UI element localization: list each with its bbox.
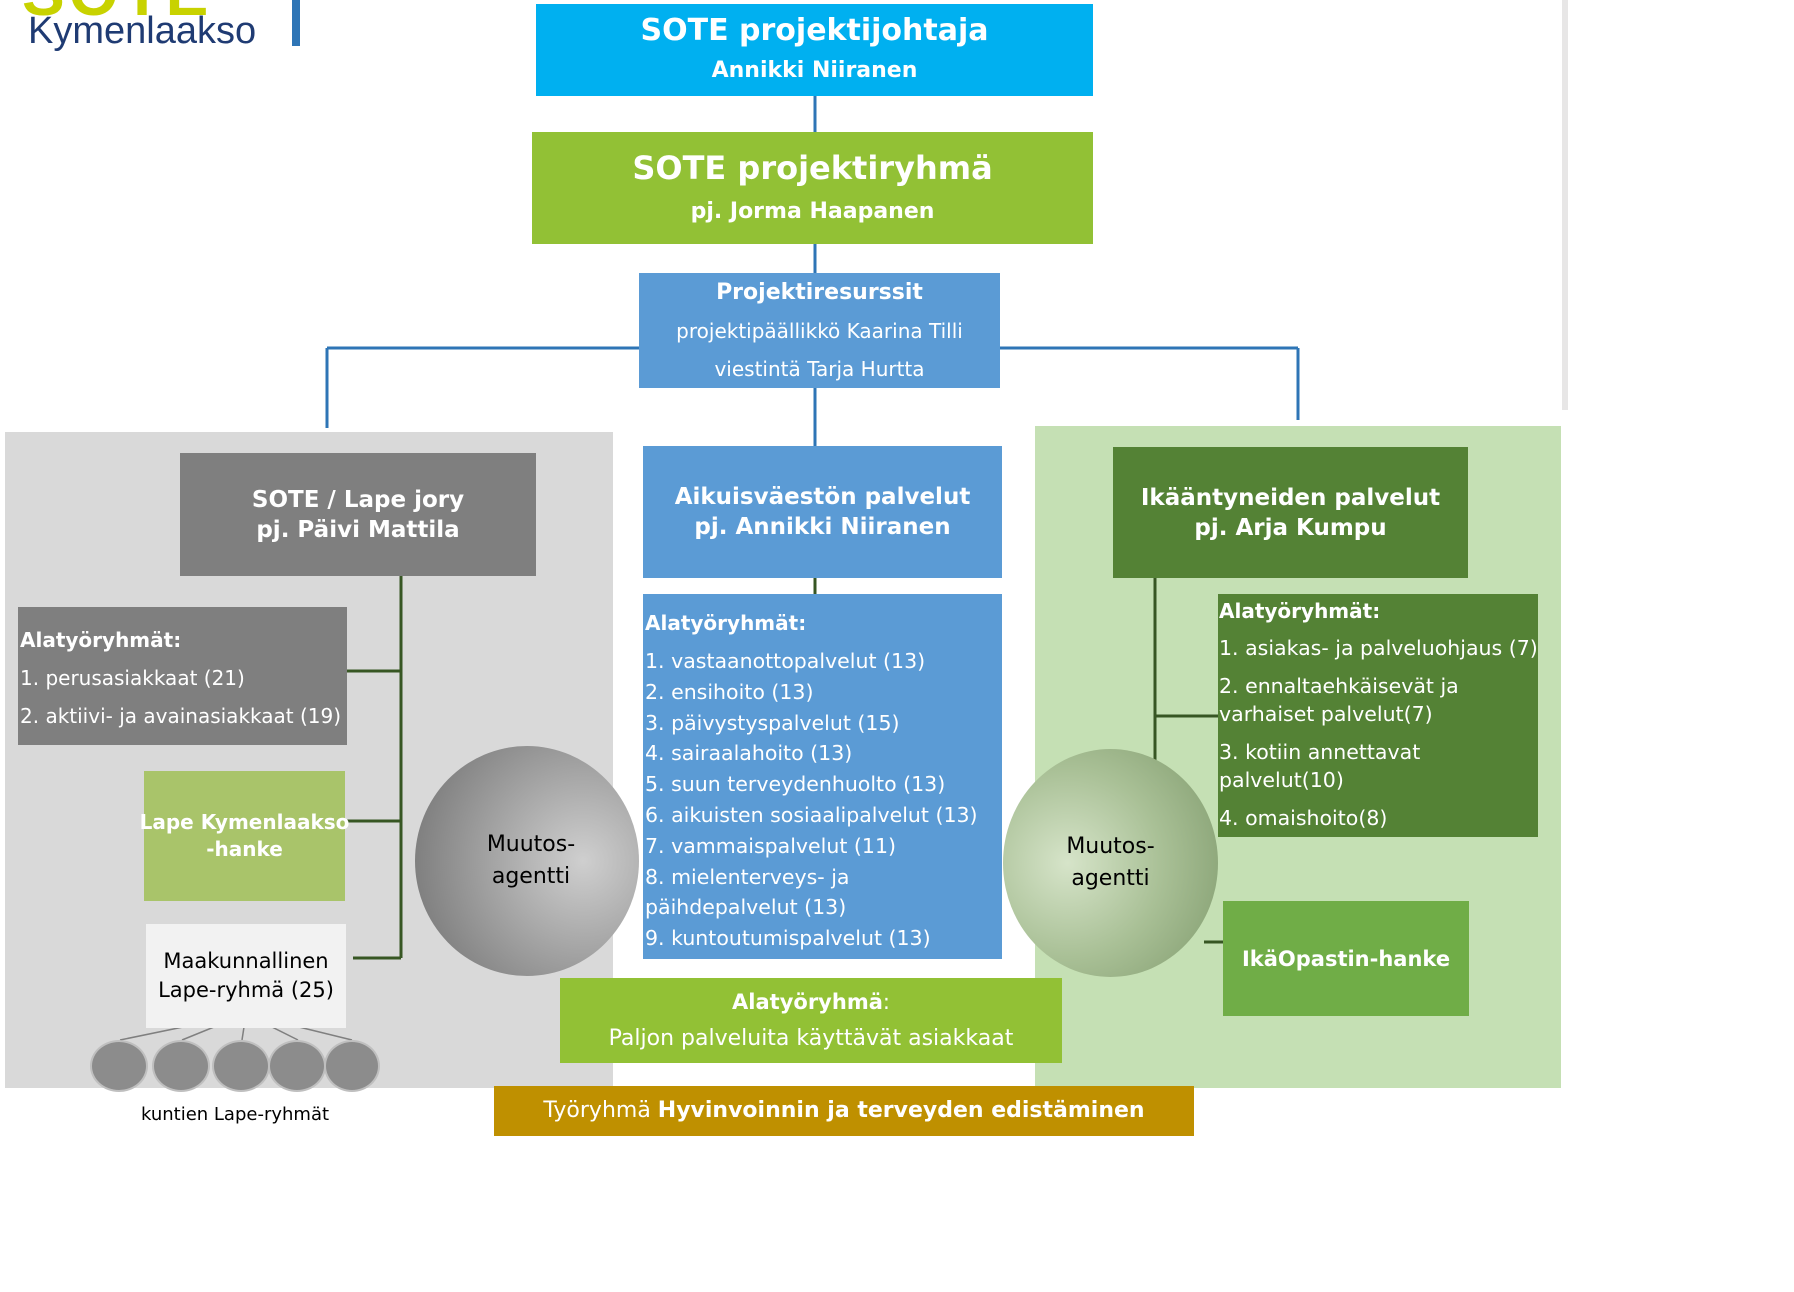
municipal-group-circle bbox=[90, 1040, 148, 1092]
project-group-box: SOTE projektiryhmä pj. Jorma Haapanen bbox=[532, 132, 1093, 244]
director-name: Annikki Niiranen bbox=[711, 58, 918, 83]
elderly-subgroup-item: palvelut(10) bbox=[1219, 768, 1344, 792]
elderly-subgroups-heading: Alatyöryhmät: bbox=[1219, 599, 1381, 623]
adult-subgroup-item: 8. mielenterveys- ja bbox=[645, 864, 850, 889]
edge-fragment bbox=[1562, 0, 1568, 410]
lape-subgroups-heading: Alatyöryhmät: bbox=[20, 628, 182, 652]
regional-lape-box: Maakunnallinen Lape-ryhmä (25) bbox=[146, 924, 346, 1028]
elderly-services-box: Ikääntyneiden palvelut pj. Arja Kumpu bbox=[1113, 447, 1468, 578]
adult-subgroup-item: 6. aikuisten sosiaalipalvelut (13) bbox=[645, 802, 978, 827]
health-promotion-name: Hyvinvoinnin ja terveyden edistäminen bbox=[657, 1098, 1145, 1123]
director-box: SOTE projektijohtaja Annikki Niiranen bbox=[536, 4, 1093, 96]
elderly-subgroup-item: 1. asiakas- ja palveluohjaus (7) bbox=[1219, 636, 1538, 660]
elderly-subgroup-item: 3. kotiin annettavat bbox=[1219, 740, 1421, 764]
logo-bar bbox=[292, 0, 300, 46]
health-promotion-text: Työryhmä Hyvinvoinnin ja terveyden edist… bbox=[543, 1087, 1144, 1135]
adult-services-chair: pj. Annikki Niiranen bbox=[694, 514, 951, 540]
heavy-users-text: Paljon palveluita käyttävät asiakkaat bbox=[608, 1025, 1014, 1051]
lape-jory-title: SOTE / Lape jory bbox=[251, 486, 465, 513]
ikaopastin-label: IkäOpastin-hanke bbox=[1241, 946, 1451, 971]
lape-subgroup-item: 1. perusasiakkaat (21) bbox=[20, 666, 245, 690]
adult-subgroup-item: 5. suun terveydenhuolto (13) bbox=[645, 772, 946, 797]
change-agent-right-line2: agentti bbox=[1071, 866, 1150, 891]
lape-subgroups-box: Alatyöryhmät: 1. perusasiakkaat (21) 2. … bbox=[18, 607, 347, 745]
resources-manager: projektipäällikkö Kaarina Tilli bbox=[676, 318, 963, 343]
adult-subgroup-item: 3. päivystyspalvelut (15) bbox=[645, 710, 900, 735]
heavy-users-colon: : bbox=[882, 989, 890, 1014]
adult-services-title: Aikuisväestön palvelut bbox=[674, 484, 971, 510]
heavy-users-heading: Alatyöryhmä bbox=[732, 989, 883, 1014]
adult-subgroup-item: 7. vammaispalvelut (11) bbox=[645, 833, 896, 858]
director-title: SOTE projektijohtaja bbox=[640, 13, 989, 48]
lape-jory-chair: pj. Päivi Mattila bbox=[256, 516, 460, 543]
regional-lape-line2: Lape-ryhmä (25) bbox=[158, 978, 334, 1002]
resources-box: Projektiresurssit projektipäällikkö Kaar… bbox=[639, 273, 1000, 388]
adult-subgroup-item: 4. sairaalahoito (13) bbox=[645, 741, 853, 766]
elderly-subgroup-item: 4. omaishoito(8) bbox=[1219, 806, 1388, 830]
adult-subgroups-heading: Alatyöryhmät: bbox=[645, 611, 807, 635]
change-agent-left-line1: Muutos- bbox=[486, 832, 576, 857]
elderly-subgroups-box: Alatyöryhmät: 1. asiakas- ja palveluohja… bbox=[1218, 594, 1538, 837]
health-promotion-prefix: Työryhmä bbox=[543, 1098, 658, 1123]
health-promotion-workgroup-box: Työryhmä Hyvinvoinnin ja terveyden edist… bbox=[494, 1086, 1194, 1136]
logo-brand-bottom: Kymenlaakso bbox=[28, 10, 257, 52]
municipal-group-circle bbox=[324, 1040, 380, 1092]
change-agent-left-line2: agentti bbox=[491, 864, 571, 889]
change-agent-right: Muutos- agentti bbox=[1003, 749, 1218, 977]
change-agent-right-line1: Muutos- bbox=[1066, 834, 1155, 859]
municipal-group-circle bbox=[212, 1040, 270, 1092]
change-agent-left: Muutos- agentti bbox=[415, 746, 639, 976]
lape-project-line1: Lape Kymenlaakso bbox=[139, 810, 350, 834]
elderly-services-chair: pj. Arja Kumpu bbox=[1194, 514, 1387, 541]
lape-kymenlaakso-project-box: Lape Kymenlaakso -hanke bbox=[140, 771, 349, 901]
lape-subgroup-item: 2. aktiivi- ja avainasiakkaat (19) bbox=[20, 704, 342, 728]
municipal-group-circle bbox=[268, 1040, 326, 1092]
elderly-subgroup-item: varhaiset palvelut(7) bbox=[1219, 702, 1433, 726]
adult-services-box: Aikuisväestön palvelut pj. Annikki Niira… bbox=[643, 446, 1002, 578]
municipal-group-circle bbox=[152, 1040, 210, 1092]
heavy-users-subgroup-box: Alatyöryhmä: Paljon palveluita käyttävät… bbox=[560, 978, 1062, 1063]
heavy-users-heading-row: Alatyöryhmä: bbox=[732, 984, 890, 1020]
adult-subgroup-item: 2. ensihoito (13) bbox=[645, 679, 814, 704]
adult-subgroup-item: 9. kuntoutumispalvelut (13) bbox=[645, 926, 931, 951]
project-group-title: SOTE projektiryhmä bbox=[632, 149, 993, 187]
elderly-services-title: Ikääntyneiden palvelut bbox=[1140, 484, 1441, 511]
adult-subgroup-item: päihdepalvelut (13) bbox=[645, 895, 847, 920]
resources-title: Projektiresurssit bbox=[716, 279, 923, 305]
lape-jory-box: SOTE / Lape jory pj. Päivi Mattila bbox=[180, 453, 536, 576]
resources-communications: viestintä Tarja Hurtta bbox=[714, 356, 925, 381]
ikaopastin-project-box: IkäOpastin-hanke bbox=[1223, 901, 1469, 1016]
regional-lape-line1: Maakunnallinen bbox=[163, 949, 329, 973]
project-group-chair: pj. Jorma Haapanen bbox=[690, 199, 935, 224]
adult-subgroup-item: 1. vastaanottopalvelut (13) bbox=[645, 649, 926, 673]
adult-subgroups-box: Alatyöryhmät: 1. vastaanottopalvelut (13… bbox=[643, 594, 1002, 959]
logo: SOTE Kymenlaakso bbox=[0, 0, 310, 60]
municipal-lape-label: kuntien Lape-ryhmät bbox=[140, 1104, 330, 1125]
lape-project-line2: -hanke bbox=[206, 837, 283, 861]
elderly-subgroup-item: 2. ennaltaehkäisevät ja bbox=[1219, 674, 1459, 698]
logo-brand-top: SOTE bbox=[22, 0, 212, 30]
